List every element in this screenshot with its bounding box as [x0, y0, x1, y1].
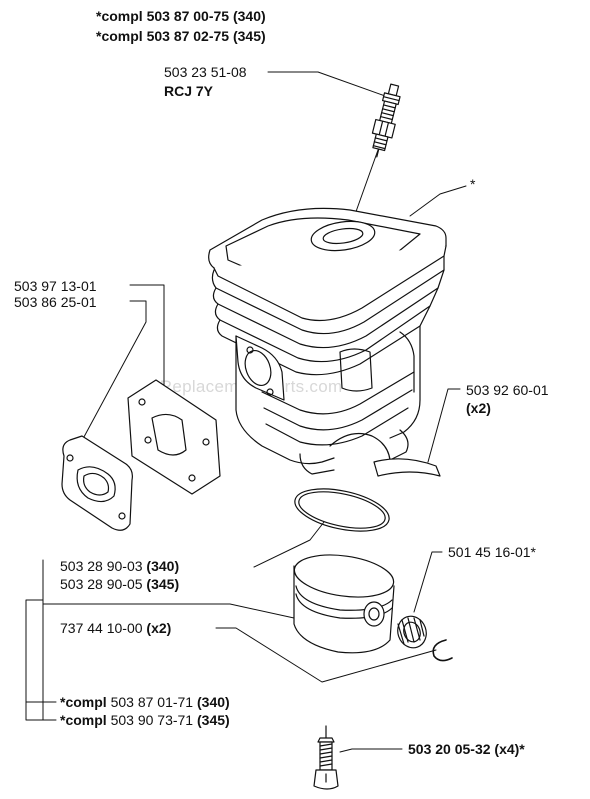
piston-340-number: 503 28 90-03 — [60, 558, 143, 574]
kit-340-label: *compl 503 87 01-71 (340) — [60, 694, 230, 710]
leader-screw — [339, 748, 403, 753]
kit-340-prefix: *compl — [60, 694, 107, 710]
leader-circlip — [215, 627, 437, 683]
kit-title-345: *compl 503 87 02-75 (345) — [96, 28, 266, 44]
circlip-label: 737 44 10-00 (x2) — [60, 620, 171, 636]
kit-345-prefix: *compl — [60, 712, 107, 728]
piston-345-label: 503 28 90-05 (345) — [60, 576, 179, 592]
needle-bearing-part — [397, 615, 427, 649]
piston-part — [293, 554, 395, 654]
gasket-a-number: 503 97 13-01 — [14, 278, 97, 294]
leader-piston-ring — [253, 521, 325, 568]
leader-spark-plug — [267, 71, 389, 98]
gasket-plate-part — [127, 379, 221, 495]
cylinder-mark: * — [470, 176, 476, 192]
piston-340-model: (340) — [146, 558, 180, 574]
piston-ring-part — [294, 488, 390, 532]
kit-340-number: 503 87 01-71 — [110, 694, 194, 710]
kit-title-340: *compl 503 87 00-75 (340) — [96, 8, 266, 24]
cyl-gasket-qty: (x2) — [466, 400, 491, 416]
cylinder-part — [208, 207, 447, 475]
piston-345-number: 503 28 90-05 — [60, 576, 143, 592]
circlip-qty: (x2) — [146, 620, 172, 636]
kit-345-label: *compl 503 90 73-71 (345) — [60, 712, 230, 728]
leader-gasket-a — [129, 284, 165, 393]
exhaust-gasket-part — [61, 435, 133, 531]
kit-345-model: (345) — [197, 712, 230, 728]
leader-gasket-b — [77, 300, 147, 449]
base-gasket-part — [373, 458, 441, 477]
piston-340-label: 503 28 90-03 (340) — [60, 558, 179, 574]
circlip-part — [432, 639, 453, 662]
screw-part — [313, 725, 339, 790]
leader-bearing — [413, 551, 443, 613]
kit-340-model: (340) — [197, 694, 230, 710]
spark-plug-number: 503 23 51-08 — [164, 64, 247, 80]
leader-cyl-gasket — [427, 388, 461, 463]
gasket-b-number: 503 86 25-01 — [14, 294, 97, 310]
leader-piston — [42, 592, 295, 619]
circlip-number: 737 44 10-00 — [60, 620, 143, 636]
cyl-gasket-number: 503 92 60-01 — [466, 382, 549, 398]
leader-cylinder — [409, 185, 467, 217]
screw-label: 503 20 05-32 (x4)* — [408, 741, 525, 757]
kit-345-number: 503 90 73-71 — [110, 712, 194, 728]
leader-bracket — [25, 559, 57, 721]
spark-plug-type: RCJ 7Y — [164, 83, 214, 99]
spark-plug-part — [371, 83, 401, 158]
needle-bearing-number: 501 45 16-01* — [448, 544, 536, 560]
piston-345-model: (345) — [146, 576, 180, 592]
